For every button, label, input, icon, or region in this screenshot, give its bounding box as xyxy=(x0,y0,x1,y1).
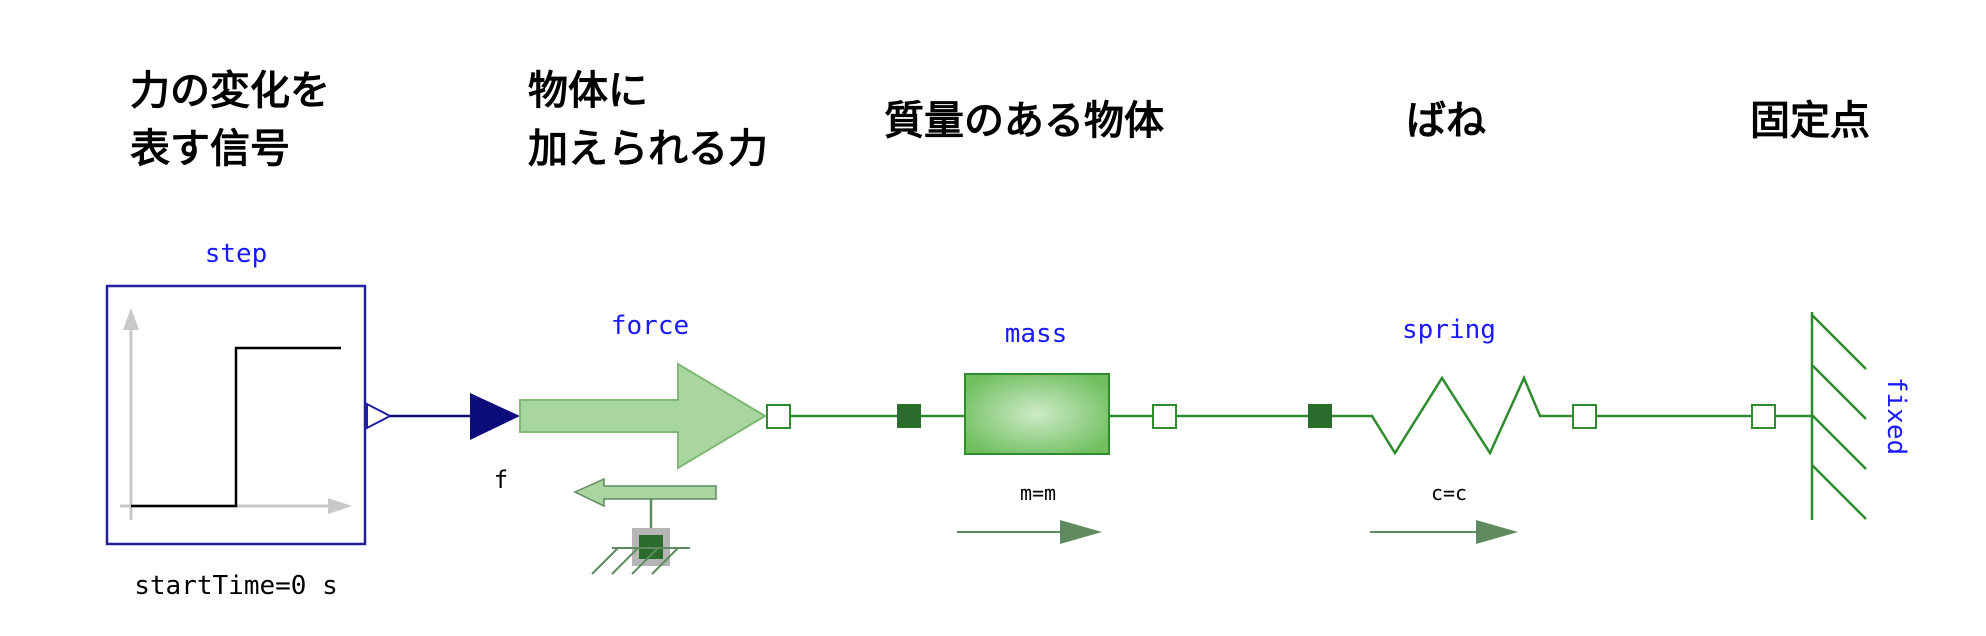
heading-applied-force-line-2: 加えられる力 xyxy=(528,126,768,172)
mass-name-label: mass xyxy=(1005,319,1068,349)
step-name-label: step xyxy=(205,239,268,269)
spring-coil xyxy=(1332,374,1573,456)
mass-flange-a[interactable] xyxy=(897,404,921,428)
mass-direction-arrow-icon xyxy=(1060,520,1102,544)
heading-spring-text: ばね xyxy=(1406,98,1486,144)
heading-spring: ばね xyxy=(1406,92,1486,150)
step-output-connector[interactable] xyxy=(366,402,393,430)
mass-flange-b[interactable] xyxy=(1152,404,1177,429)
heading-step-signal-line-2: 表す信号 xyxy=(130,126,290,172)
spring-param-label: c=c xyxy=(1431,481,1467,505)
fixed-flange[interactable] xyxy=(1751,404,1776,429)
heading-step-signal-line-1: 力の変化を xyxy=(130,68,330,114)
heading-applied-force-line-1: 物体に xyxy=(528,68,648,114)
force-arrow xyxy=(519,362,767,470)
force-support-ground xyxy=(591,547,690,575)
fixed-wall-hatch xyxy=(1810,312,1867,520)
fixed-name-label: fixed xyxy=(1881,377,1911,455)
force-name-label: force xyxy=(611,311,689,341)
spring-name-label: spring xyxy=(1402,315,1496,345)
step-param-label: startTime=0 s xyxy=(134,571,338,601)
force-flange[interactable] xyxy=(766,404,791,429)
heading-step-signal: 力の変化を 表す信号 xyxy=(130,62,330,178)
heading-mass-body-text: 質量のある物体 xyxy=(884,98,1164,144)
force-block[interactable]: force f xyxy=(470,311,791,575)
mass-body xyxy=(964,373,1110,455)
mass-block[interactable]: mass m=m xyxy=(897,319,1177,544)
force-input-label: f xyxy=(494,466,508,494)
heading-fixed-point: 固定点 xyxy=(1750,92,1870,150)
heading-fixed-point-text: 固定点 xyxy=(1750,98,1870,144)
step-curve xyxy=(131,346,341,508)
spring-flange-a[interactable] xyxy=(1308,404,1332,428)
mass-param-label: m=m xyxy=(1020,481,1056,505)
heading-applied-force: 物体に 加えられる力 xyxy=(528,62,768,178)
heading-mass-body: 質量のある物体 xyxy=(884,92,1164,150)
force-support-arrow xyxy=(573,477,717,508)
spring-direction-arrow-icon xyxy=(1476,520,1518,544)
force-input-connector[interactable] xyxy=(470,393,520,440)
spring-flange-b[interactable] xyxy=(1572,404,1597,429)
step-block[interactable]: step startTime=0 s xyxy=(105,239,393,601)
spring-block[interactable]: spring c=c xyxy=(1308,315,1597,544)
fixed-block[interactable]: fixed xyxy=(1751,312,1911,520)
